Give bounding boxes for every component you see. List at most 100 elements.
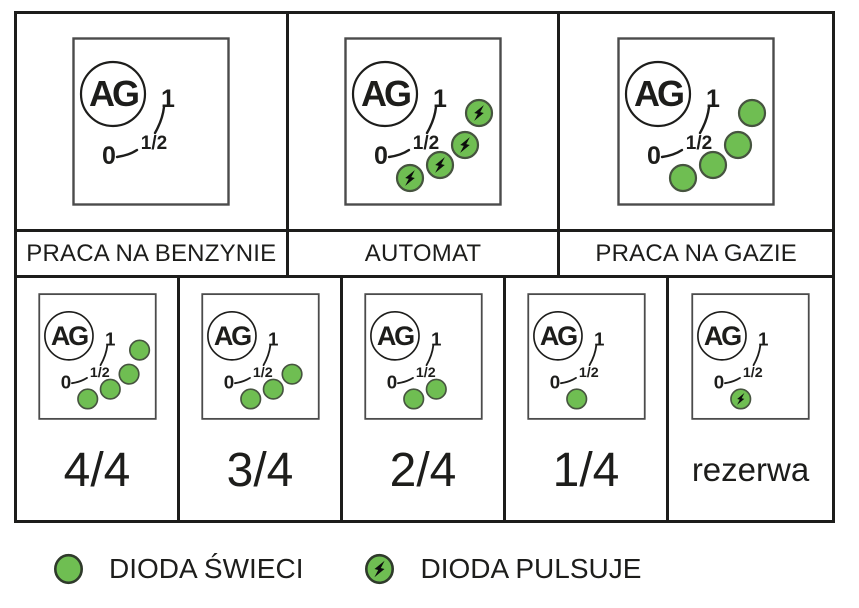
legend-led-glyph	[365, 553, 395, 585]
ag-logo: AG	[704, 321, 741, 351]
ag-logo: AG	[634, 73, 683, 114]
scale-label-half: 1/2	[743, 365, 763, 381]
mode-captions-row: PRACA NA BENZYNIE AUTOMAT PRACA NA GAZIE	[17, 229, 832, 278]
lightning-icon	[374, 560, 386, 578]
lightning-icon	[737, 393, 745, 405]
mode-caption-gas: PRACA NA GAZIE	[560, 232, 832, 275]
lightning-icon	[474, 105, 484, 121]
scale-label-0: 0	[647, 142, 661, 170]
level-cell-2-4: AG 0 1/2 1 2/4	[343, 278, 506, 520]
legend-led-pulsing-label: DIODA PULSUJE	[420, 553, 642, 584]
lightning-icon	[405, 170, 415, 186]
mode-caption-petrol: PRACA NA BENZYNIE	[17, 232, 289, 275]
scale-arc-low	[396, 377, 414, 385]
scale-label-0: 0	[60, 371, 70, 392]
scale-arc-high	[99, 344, 108, 367]
scale-label-0: 0	[386, 371, 396, 392]
mode-caption-automatic: AUTOMAT	[289, 232, 561, 275]
scale-label-half: 1/2	[415, 365, 435, 381]
scale-arc-high	[698, 105, 711, 135]
scale-arc-low	[387, 148, 411, 159]
led-pulse-icon	[364, 553, 395, 585]
switch-knob	[532, 310, 583, 361]
led-solid	[425, 378, 447, 400]
ag-logo: AG	[89, 73, 138, 114]
scale-label-0: 0	[549, 371, 559, 392]
legend-led-glyph	[54, 553, 83, 585]
scale-arc-high	[752, 344, 762, 367]
legend: DIODA ŚWIECI DIODA PULSUJE	[53, 553, 641, 585]
scale-arc-low	[70, 377, 88, 385]
level-caption-3-4: 3/4	[226, 443, 294, 497]
scale-arc-high	[262, 344, 271, 367]
scale-label-1: 1	[161, 85, 175, 113]
led-solid	[99, 378, 121, 400]
level-caption-2-4: 2/4	[389, 443, 457, 497]
legend-item-led-pulsing: DIODA PULSUJE	[364, 553, 641, 585]
scale-label-1: 1	[431, 329, 441, 350]
led-solid	[117, 363, 140, 385]
ag-logo: AG	[539, 321, 576, 351]
scale-arc-low	[233, 377, 251, 385]
lightning-icon	[435, 157, 445, 173]
switch-knob	[369, 310, 420, 361]
ag-logo: AG	[361, 73, 410, 114]
switch-knob	[625, 60, 692, 128]
ag-logo: AG	[50, 321, 87, 351]
scale-arc-high	[425, 105, 438, 135]
ag-logo: AG	[376, 321, 413, 351]
switch-knob	[206, 310, 257, 361]
scale-arc-high	[154, 105, 166, 135]
scale-label-0: 0	[223, 371, 233, 392]
level-cell-1-4: AG 0 1/2 1 1/4	[506, 278, 669, 520]
ag-panel-level-1-4: AG 0 1/2 1	[526, 293, 646, 420]
ag-switch-panel: AG 0 1/2 1	[526, 293, 646, 420]
led-solid-icon	[53, 553, 84, 585]
switch-knob	[351, 60, 419, 128]
lightning-icon	[460, 137, 470, 153]
scale-label-1: 1	[594, 329, 604, 350]
scale-label-half: 1/2	[686, 133, 712, 154]
level-caption-1-4: 1/4	[552, 443, 620, 497]
scale-arc-low	[559, 377, 577, 385]
level-caption-4-4: 4/4	[63, 443, 131, 497]
scale-label-half: 1/2	[578, 365, 598, 381]
mode-caption-gas-label: PRACA NA GAZIE	[595, 239, 797, 267]
switch-knob	[43, 310, 94, 361]
scale-arc-low	[724, 377, 741, 385]
scale-label-half: 1/2	[141, 133, 167, 154]
led-solid	[669, 163, 698, 193]
mode-caption-automatic-label: AUTOMAT	[364, 239, 482, 267]
ag-logo: AG	[213, 321, 250, 351]
legend-item-led-on: DIODA ŚWIECI	[53, 553, 303, 585]
led-solid	[239, 388, 261, 410]
switch-knob	[80, 60, 147, 128]
switch-knob	[697, 310, 747, 361]
mode-caption-petrol-label: PRACA NA BENZYNIE	[26, 239, 277, 267]
led-solid	[76, 388, 98, 410]
ag-panel-level-2-4: AG 0 1/2 1	[363, 293, 483, 420]
scale-label-1: 1	[268, 329, 278, 350]
led-solid	[699, 150, 728, 180]
scale-arc-high	[588, 344, 597, 367]
scale-label-half: 1/2	[89, 365, 109, 381]
led-solid	[738, 98, 767, 128]
